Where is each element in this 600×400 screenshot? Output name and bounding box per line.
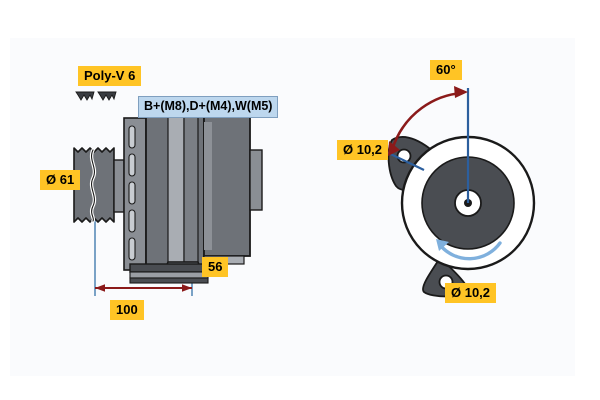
front-end-shield [123, 117, 147, 271]
label-belt-type: Poly-V 6 [78, 66, 142, 86]
left-side-view [73, 111, 263, 296]
label-pulley-diameter: Ø 61 [40, 170, 81, 190]
label-terminals: B+(M8),D+(M4),W(M5) [138, 96, 279, 118]
label-mounting-angle: 60° [430, 60, 462, 80]
right-end-view [377, 86, 536, 298]
label-hole-diameter-bottom: Ø 10,2 [445, 283, 497, 303]
shaft-collar [113, 159, 125, 213]
label-overall-length: 100 [110, 300, 144, 320]
dimension-line-100 [95, 284, 192, 292]
label-hole-diameter-top: Ø 10,2 [337, 140, 389, 160]
rear-housing [203, 115, 263, 265]
label-stack-height: 56 [202, 257, 229, 277]
pulley [73, 147, 115, 223]
angle-arc-60 [388, 86, 468, 156]
stator-housing [145, 111, 208, 283]
rotation-direction-icon [436, 239, 502, 261]
poly-v-groove-icon [75, 91, 117, 101]
mounting-foot [129, 263, 209, 284]
